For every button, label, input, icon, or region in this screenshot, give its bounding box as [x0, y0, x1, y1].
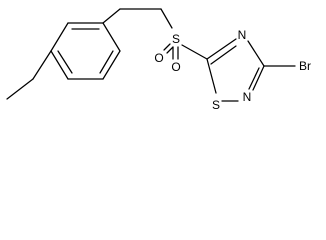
bond — [206, 58, 217, 94]
thiadiazole-ring — [206, 38, 265, 102]
s-o-double-bond — [163, 43, 171, 51]
methylene-bond — [102, 8, 121, 24]
sulfonyl-o-top-label: O — [154, 51, 163, 65]
methyl-bond — [6, 78, 34, 100]
ring-n-top-label: N — [238, 28, 247, 42]
bond — [102, 50, 121, 80]
bond — [247, 40, 265, 67]
s-ring-bond — [181, 44, 208, 60]
sulfonyl-o-bottom-label: O — [171, 60, 180, 74]
bond — [99, 50, 114, 74]
bond — [206, 38, 237, 60]
benzene-ring — [50, 22, 121, 80]
bond — [210, 45, 237, 65]
bond — [102, 22, 121, 52]
bond — [248, 67, 260, 90]
bromine-label: Br — [299, 59, 311, 73]
methylene-s-bond — [160, 8, 173, 29]
molecule-structure: S O O N N S Br — [6, 8, 311, 112]
methyl-bond — [32, 50, 52, 80]
ring-s-label: S — [212, 98, 220, 112]
ring-n-bottom-label: N — [243, 90, 252, 104]
bond — [57, 50, 73, 74]
bond — [252, 65, 265, 91]
s-o-double-bond — [166, 46, 174, 54]
bond — [50, 22, 69, 52]
sulfonyl-s-label: S — [172, 32, 180, 46]
bond — [50, 50, 69, 80]
